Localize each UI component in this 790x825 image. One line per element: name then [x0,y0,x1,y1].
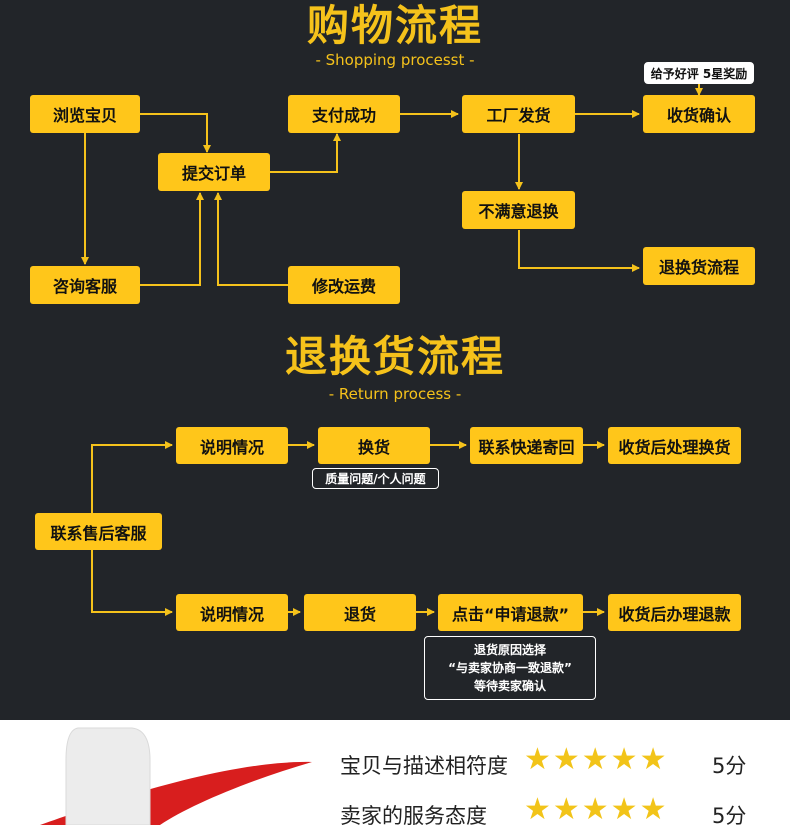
box-after-exchange: 收货后处理换货 [608,427,741,464]
box-unsatisfied-return: 不满意退换 [462,191,575,229]
box-factory-ship: 工厂发货 [462,95,575,133]
box-payment-success: 支付成功 [288,95,400,133]
arrow-submit-paid [270,133,341,173]
rating-stars-2: ★★★★★ [524,792,669,825]
box-contact-courier: 联系快递寄回 [470,427,583,464]
return-subtitle: - Return process - [328,385,462,403]
product-shape [65,727,151,825]
box-explain-bottom: 说明情况 [176,594,288,631]
box-return-process: 退换货流程 [643,247,755,285]
note-quality-personal: 质量问题/个人问题 [312,468,439,489]
arrow-modify-submit [214,192,288,286]
return-title: 退换货流程 [284,332,505,381]
arrow-unsatisfied-flow [518,230,640,272]
box-browse: 浏览宝贝 [30,95,140,133]
box-explain-top: 说明情况 [176,427,288,464]
box-consult-service: 咨询客服 [30,266,140,304]
shopping-subtitle: - Shopping processt - [315,51,475,69]
line-contact-up [91,441,173,513]
box-exchange: 换货 [318,427,430,464]
line-contact-down [91,550,173,616]
rating-label-1: 宝贝与描述相符度 [340,754,508,778]
rating-label-2: 卖家的服务态度 [340,804,487,825]
rating-stars-1: ★★★★★ [524,742,669,777]
note-refund-line2: “与卖家协商一致退款” [448,661,572,675]
shopping-title: 购物流程 [306,1,483,50]
product-illustration [40,727,312,825]
note-five-star: 给予好评 5星奖励 [644,62,754,84]
box-contact-aftersales: 联系售后客服 [35,513,162,550]
note-refund-line1: 退货原因选择 [473,643,546,657]
box-after-refund: 收货后办理退款 [608,594,741,631]
rating-score-2: 5分 [712,804,747,825]
flow-connectors [81,84,703,616]
rating-section: 宝贝与描述相符度 ★★★★★ 5分 卖家的服务态度 ★★★★★ 5分 [0,720,790,825]
box-modify-shipping: 修改运费 [288,266,400,304]
note-refund-reason: 退货原因选择 “与卖家协商一致退款” 等待卖家确认 [424,636,596,700]
note-refund-line3: 等待卖家确认 [473,679,546,693]
rating-score-1: 5分 [712,754,747,778]
arrow-browse-submit [140,113,211,153]
box-apply-refund: 点击“申请退款” [438,594,583,631]
box-refund: 退货 [304,594,416,631]
box-submit-order: 提交订单 [158,153,270,191]
box-receipt-confirm: 收货确认 [643,95,755,133]
arrow-consult-submit [140,192,204,286]
